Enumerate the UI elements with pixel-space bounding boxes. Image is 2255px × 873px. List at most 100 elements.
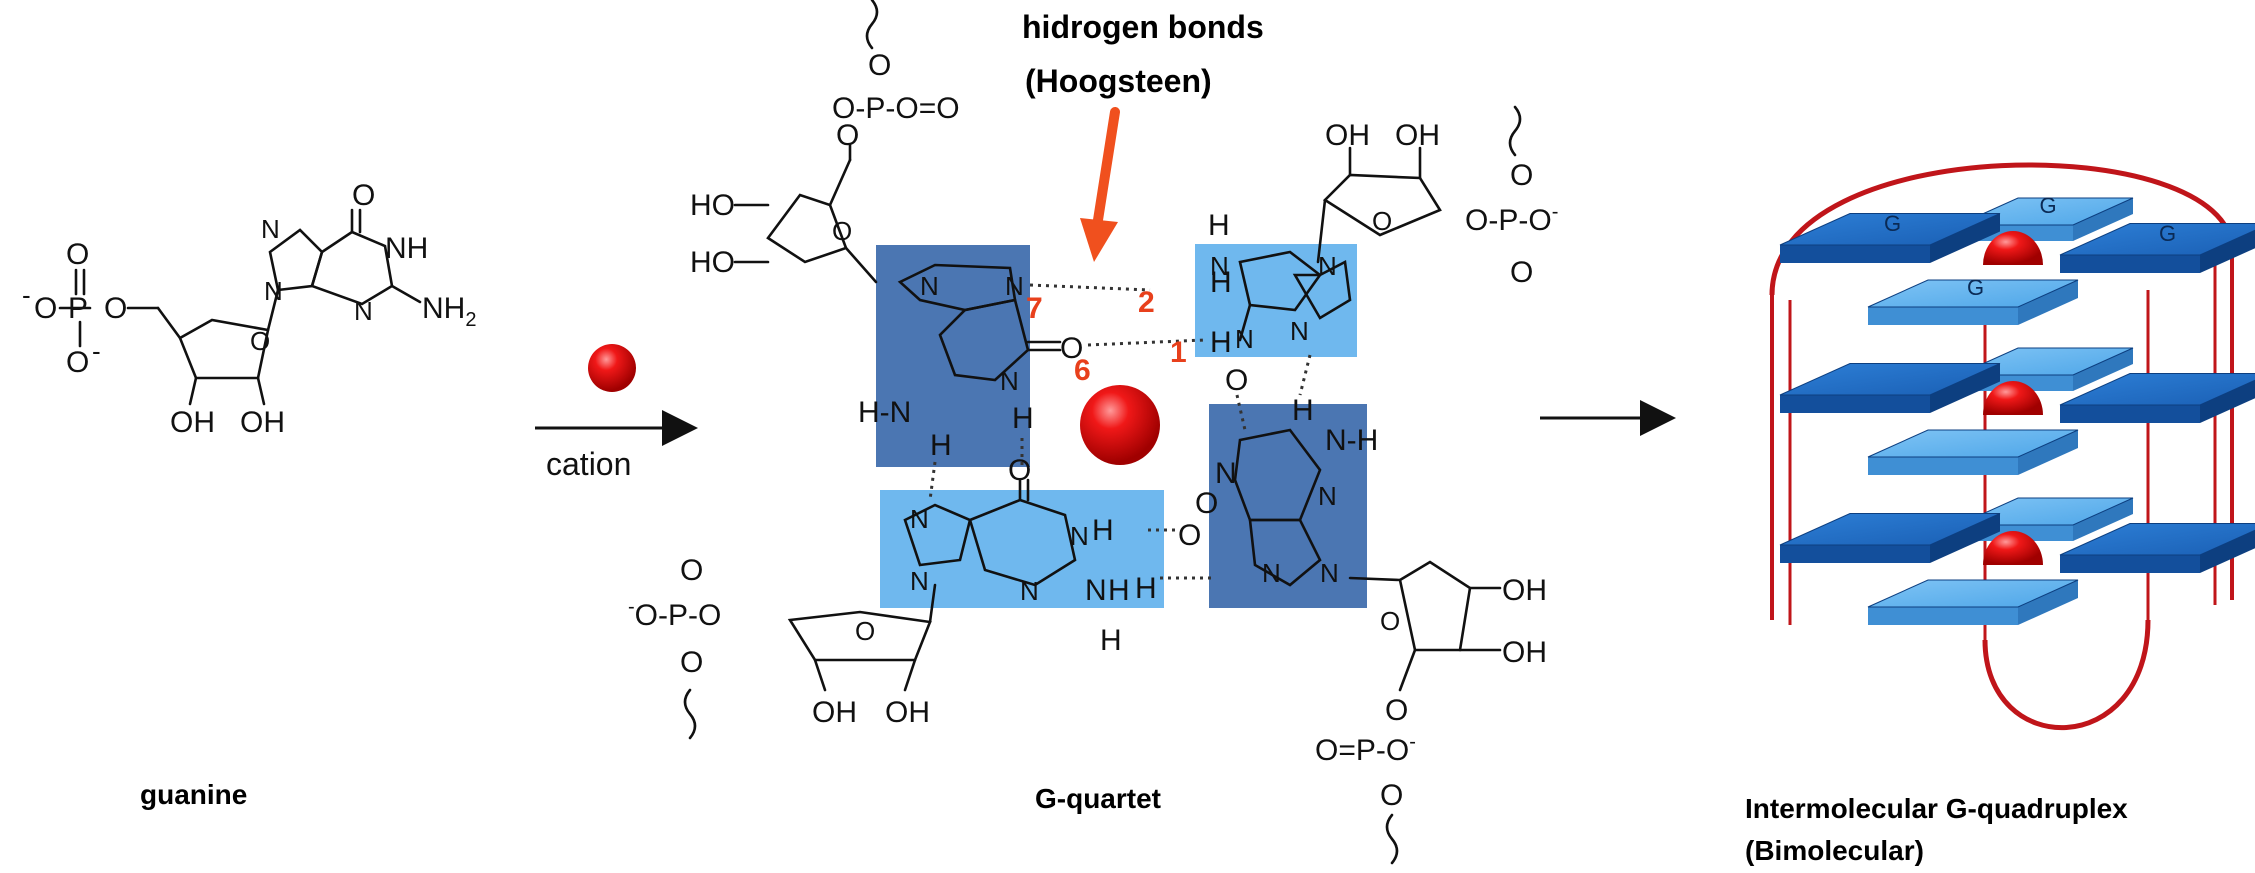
tl-o6: O xyxy=(1060,332,1083,365)
bl-oh-2-bond xyxy=(903,658,917,692)
g-quartet: N N N O H-N H H H N N H H N O N H N-H N … xyxy=(628,0,1558,865)
label-quadruplex-line1: Intermolecular G-quadruplex xyxy=(1745,793,2128,824)
tr-n3: N xyxy=(1290,316,1309,346)
br-ribose xyxy=(1398,560,1472,652)
br-oh-2: OH xyxy=(1502,636,1547,669)
br-n9: N xyxy=(1320,558,1339,588)
tetrad-slab-left xyxy=(1779,363,2001,413)
tl-ribose xyxy=(766,193,848,264)
tl-phosphate: O-P-O=O xyxy=(832,92,960,125)
position-7: 7 xyxy=(1026,292,1043,325)
tl-phos-top: O xyxy=(868,49,891,82)
pyrimidine-ring xyxy=(310,230,394,306)
glycosidic-bond xyxy=(266,288,280,332)
bl-o6: O xyxy=(1008,454,1031,487)
c5-bond xyxy=(156,306,182,340)
atom-ring-o: O xyxy=(250,326,270,356)
charge-minus-2: - xyxy=(92,336,101,366)
bl-n3: N xyxy=(1020,576,1039,606)
atom-nh2: NH2 xyxy=(422,292,476,331)
tr-oh-1: OH xyxy=(1325,119,1370,152)
tl-h: H xyxy=(1012,402,1034,435)
atom-po-bottom: O xyxy=(66,346,89,379)
atom-oh-1: OH xyxy=(170,406,215,439)
bl-h4: H xyxy=(1100,624,1122,657)
br-phos-bottom: O xyxy=(1380,779,1403,812)
amine-bond xyxy=(390,284,422,304)
tr-o6: O xyxy=(1225,364,1248,397)
bl-glycosidic xyxy=(928,583,937,624)
tetrad-slab-left xyxy=(1779,513,2001,563)
atom-p: P xyxy=(68,292,88,325)
br-nh: N-H xyxy=(1325,424,1378,457)
br-phosphate: O=P-O- xyxy=(1315,731,1416,767)
br-h: H xyxy=(1292,394,1314,427)
charge-minus-1: - xyxy=(22,280,31,310)
bl-n2: N xyxy=(1085,574,1107,607)
bl-ring-o: O xyxy=(855,616,875,646)
br-oh-1: OH xyxy=(1502,574,1547,607)
br-imidazole xyxy=(1248,518,1322,587)
tl-n7: N xyxy=(1005,271,1024,301)
tr-ring-o: O xyxy=(1372,206,1392,236)
br-o6: O xyxy=(1195,487,1218,520)
tr-oh-2: OH xyxy=(1395,119,1440,152)
tetrad-cation xyxy=(1983,531,2043,565)
tr-h-top: H xyxy=(1208,209,1230,242)
tetrad-cation xyxy=(1983,381,2043,415)
bl-phosphate: -O-P-O xyxy=(628,596,721,632)
br-chain-squiggle xyxy=(1385,813,1399,865)
position-6: 6 xyxy=(1074,354,1091,387)
tetrad-g-label: G xyxy=(2040,193,2057,218)
tr-n9: N xyxy=(1318,251,1337,281)
br-o5: O xyxy=(1385,694,1408,727)
tl-glycosidic xyxy=(844,246,878,284)
br-c5 xyxy=(1398,648,1417,692)
br-n3: N xyxy=(1318,481,1337,511)
tetrad-slab-left: G xyxy=(1779,211,2001,263)
tetrad-slab-right xyxy=(2059,373,2255,423)
tr-pyrimidine xyxy=(1238,250,1322,312)
label-hbonds-line1: hidrogen bonds xyxy=(1022,9,1264,45)
tl-ring-o: O xyxy=(832,216,852,246)
base-box-top-right xyxy=(1195,244,1357,357)
tr-imidazole xyxy=(1292,259,1352,320)
tl-pyrimidine xyxy=(938,298,1030,382)
tetrad-slab-front xyxy=(1867,429,2079,475)
br-glycosidic xyxy=(1348,576,1402,582)
position-2: 2 xyxy=(1138,286,1155,319)
tr-phos-top: O xyxy=(1510,159,1533,192)
atom-n3: N xyxy=(354,296,373,326)
hbond-callout-arrow xyxy=(1080,107,1120,262)
br-ring-o: O xyxy=(1380,606,1400,636)
hbond-tr-br-2 xyxy=(1298,354,1312,396)
bl-ribose xyxy=(787,610,932,662)
strand-loop-top xyxy=(1769,162,2235,296)
oh-bond-2 xyxy=(256,376,266,406)
tetrad-cation xyxy=(1983,231,2043,265)
tl-c5 xyxy=(828,158,852,207)
tl-hn: H-N xyxy=(858,396,911,429)
bl-o-right: O xyxy=(1178,519,1201,552)
tr-carbonyl xyxy=(1238,303,1252,342)
tetrad-g-label: G xyxy=(1967,275,1984,300)
bl-n9: N xyxy=(910,566,929,596)
bl-oh-1: OH xyxy=(812,696,857,729)
atom-nh: NH xyxy=(385,232,428,265)
bl-imidazole xyxy=(903,503,972,567)
atom-po-left: O xyxy=(34,292,57,325)
tetrad-g-label: G xyxy=(1884,211,1901,236)
tr-glycosidic xyxy=(1316,198,1327,264)
oh-bond-1 xyxy=(188,376,198,406)
tl-h2: H xyxy=(930,429,952,462)
tetrad-slab-right: G xyxy=(2059,221,2255,273)
tl-ho-2: HO xyxy=(690,246,735,279)
label-guanine: guanine xyxy=(140,779,247,810)
guanine-structure: O NH NH2 N N N O OH OH O P O O O - - xyxy=(22,179,476,439)
cation-sphere-center xyxy=(1080,385,1160,465)
position-1: 1 xyxy=(1170,336,1187,369)
tr-chain-squiggle xyxy=(1508,105,1522,157)
hbond-tr-br-1 xyxy=(1235,394,1247,431)
